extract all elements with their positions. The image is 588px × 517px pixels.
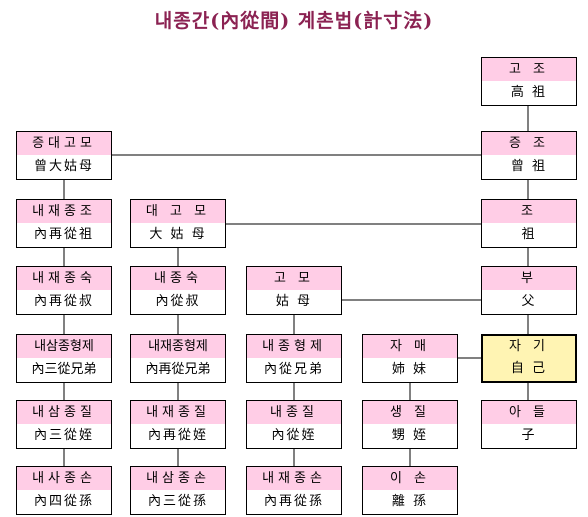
node-label-ko: 증대고모 bbox=[17, 132, 111, 155]
node-label-ko: 자 기 bbox=[483, 336, 575, 358]
page-title: 내종간(內從間) 계촌법(計寸法) bbox=[154, 10, 434, 32]
node-naejaejonghyeongje: 내재종형제 內再從兄弟 bbox=[130, 334, 226, 383]
node-label-hanja: 內從叔 bbox=[155, 294, 201, 309]
node-label-hanja: 內從兄弟 bbox=[263, 362, 324, 377]
node-label-hanja: 內再從孫 bbox=[263, 494, 324, 509]
node-label-ko: 내재종질 bbox=[131, 401, 225, 424]
node-label-ko: 내재종숙 bbox=[17, 267, 111, 290]
node-label-hanja: 姉 妹 bbox=[391, 362, 429, 377]
node-label-hanja: 高 祖 bbox=[510, 85, 548, 100]
node-label-ko: 아 들 bbox=[482, 401, 576, 424]
node-label-ko: 대 고 모 bbox=[131, 200, 225, 223]
node-label-ko: 내재종형제 bbox=[131, 335, 225, 358]
node-label-hanja: 內再從祖 bbox=[33, 227, 94, 242]
node-label-hanja: 內再從姪 bbox=[147, 428, 208, 443]
node-label-hanja: 大 姑 母 bbox=[149, 227, 207, 242]
node-label-ko: 내재종손 bbox=[247, 467, 341, 490]
node-label-hanja: 內三從孫 bbox=[147, 494, 208, 509]
node-label-hanja: 內三從姪 bbox=[33, 428, 94, 443]
node-naejaejongson: 내재종손 內再從孫 bbox=[246, 466, 342, 515]
node-ison: 이 손 離 孫 bbox=[362, 466, 458, 515]
node-naejongjil: 내종질 內從姪 bbox=[246, 400, 342, 449]
node-jamae: 자 매 姉 妹 bbox=[362, 334, 458, 383]
node-label-hanja: 曾大姑母 bbox=[33, 159, 94, 174]
node-label-ko: 내삼종손 bbox=[131, 467, 225, 490]
node-saengjil: 생 질 甥 姪 bbox=[362, 400, 458, 449]
node-label-ko: 고 조 bbox=[482, 58, 576, 81]
node-naejaejongjil: 내재종질 內再從姪 bbox=[130, 400, 226, 449]
node-label-hanja: 內再從兄弟 bbox=[145, 362, 211, 377]
node-label-ko: 이 손 bbox=[363, 467, 457, 490]
node-naesajongson: 내사종손 內四從孫 bbox=[16, 466, 112, 515]
node-label-hanja: 離 孫 bbox=[391, 494, 429, 509]
node-label-ko: 생 질 bbox=[363, 401, 457, 424]
node-gomo: 고 모 姑 母 bbox=[246, 266, 342, 315]
node-naejongsuk: 내종숙 內從叔 bbox=[130, 266, 226, 315]
node-label-hanja: 祖 bbox=[521, 227, 537, 242]
node-jeungdaegomo: 증대고모 曾大姑母 bbox=[16, 131, 112, 180]
node-label-hanja: 子 bbox=[521, 428, 537, 443]
node-label-hanja: 內再從叔 bbox=[33, 294, 94, 309]
node-label-hanja: 父 bbox=[521, 294, 537, 309]
node-label-hanja: 內四從孫 bbox=[33, 494, 94, 509]
node-label-ko: 부 bbox=[482, 267, 576, 290]
node-label-ko: 내종숙 bbox=[131, 267, 225, 290]
node-naejonghyeongje: 내종형제 內從兄弟 bbox=[246, 334, 342, 383]
node-naesamjongjil: 내삼종질 內三從姪 bbox=[16, 400, 112, 449]
node-label-ko: 내종형제 bbox=[247, 335, 341, 358]
node-jeungjo: 증 조 曾 祖 bbox=[481, 131, 577, 180]
node-label-hanja: 內三從兄弟 bbox=[31, 362, 97, 377]
node-label-ko: 자 매 bbox=[363, 335, 457, 358]
node-label-hanja: 自 己 bbox=[483, 358, 575, 380]
node-naesamjonghyeongje: 내삼종형제 內三從兄弟 bbox=[16, 334, 112, 383]
node-label-ko: 내종질 bbox=[247, 401, 341, 424]
node-daegomo: 대 고 모 大 姑 母 bbox=[130, 199, 226, 248]
node-label-ko: 조 bbox=[482, 200, 576, 223]
node-label-ko: 내사종손 bbox=[17, 467, 111, 490]
node-label-hanja: 內從姪 bbox=[271, 428, 317, 443]
node-label-ko: 증 조 bbox=[482, 132, 576, 155]
node-self: 자 기 自 己 bbox=[481, 334, 577, 383]
node-jo: 조 祖 bbox=[481, 199, 577, 248]
node-label-hanja: 甥 姪 bbox=[391, 428, 429, 443]
node-naesamjongson: 내삼종손 內三從孫 bbox=[130, 466, 226, 515]
node-label-ko: 내재종조 bbox=[17, 200, 111, 223]
node-label-ko: 내삼종형제 bbox=[17, 335, 111, 358]
node-label-ko: 내삼종질 bbox=[17, 401, 111, 424]
node-label-hanja: 姑 母 bbox=[275, 294, 313, 309]
node-gojo: 고 조 高 祖 bbox=[481, 57, 577, 106]
node-bu: 부 父 bbox=[481, 266, 577, 315]
node-label-hanja: 曾 祖 bbox=[510, 159, 548, 174]
node-adeul: 아 들 子 bbox=[481, 400, 577, 449]
node-naejaejongsuk: 내재종숙 內再從叔 bbox=[16, 266, 112, 315]
node-naejaejongjo: 내재종조 內再從祖 bbox=[16, 199, 112, 248]
node-label-ko: 고 모 bbox=[247, 267, 341, 290]
